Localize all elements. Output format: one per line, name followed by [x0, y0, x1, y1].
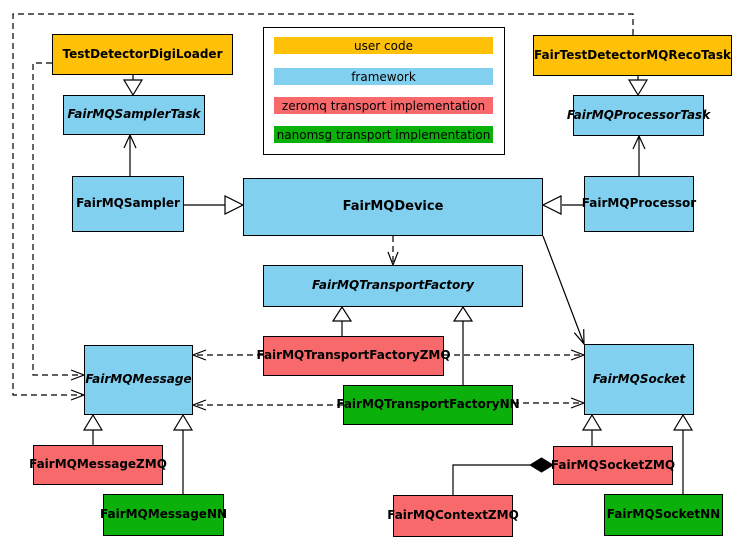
class-box-fairmqdevice: FairMQDevice: [243, 178, 543, 236]
edge-factorynn-to-factory: [452, 305, 474, 385]
legend: user code framework zeromq transport imp…: [263, 27, 505, 155]
open-arrowhead: [191, 349, 207, 361]
hollow-triangle-arrowhead: [224, 195, 245, 215]
edge-device-to-factory: [387, 236, 399, 267]
hollow-triangle-arrowhead: [331, 305, 353, 322]
open-arrowhead: [191, 399, 207, 411]
edge-factoryzmq-to-factory: [331, 305, 353, 336]
class-box-fairmqtransportfactoryzmq: FairMQTransportFactoryZMQ: [256, 336, 451, 376]
edge-processor-to-device: [541, 195, 584, 215]
edge-factoryzmq-to-socket: [444, 349, 586, 361]
edge-processor-to-processortask: [632, 134, 646, 176]
edge-factoryzmq-to-message: [191, 349, 263, 361]
edge-sampler-to-device: [184, 195, 245, 215]
edge-socketnn-to-socket: [672, 413, 694, 494]
edge-digiloader-to-samplertask: [122, 75, 144, 97]
class-box-fairmqtransportfactory: FairMQTransportFactory: [263, 265, 523, 307]
hollow-triangle-arrowhead: [172, 413, 194, 431]
edge-sampler-to-samplertask: [123, 133, 137, 176]
class-box-fairmqsocketnn: FairMQSocketNN: [604, 494, 723, 536]
hollow-triangle-arrowhead: [122, 79, 144, 97]
class-box-fairmqcontextzmq: FairMQContextZMQ: [387, 495, 519, 537]
class-box-fairmqprocessor: FairMQProcessor: [582, 176, 696, 232]
edge-line: [542, 235, 585, 345]
class-box-fairtestdetectormqrecotask: FairTestDetectorMQRecoTask: [533, 35, 732, 76]
edge-line: [12, 13, 634, 396]
class-box-fairmqmessagezmq: FairMQMessageZMQ: [29, 445, 167, 485]
class-box-fairmqsamplertask: FairMQSamplerTask: [63, 95, 205, 135]
edge-messagezmq-to-message: [82, 413, 104, 445]
hollow-triangle-arrowhead: [452, 305, 474, 322]
edge-factorynn-to-message: [191, 399, 343, 411]
open-arrowhead: [632, 134, 646, 150]
edge-recotask-to-processortask: [627, 76, 649, 97]
edge-contextzmq-to-socketzmq: [452, 457, 554, 495]
edge-device-to-socket: [542, 235, 585, 346]
hollow-triangle-arrowhead: [627, 79, 649, 97]
legend-item-framework: framework: [274, 68, 493, 85]
filled-diamond-composition: [529, 457, 554, 473]
class-box-fairmqmessage: FairMQMessage: [84, 345, 193, 415]
class-box-fairmqsampler: FairMQSampler: [72, 176, 184, 232]
class-box-fairmqmessagenn: FairMQMessageNN: [100, 494, 227, 536]
class-box-fairmqtransportfactorynn: FairMQTransportFactoryNN: [336, 385, 520, 425]
edge-line: [452, 464, 530, 495]
hollow-triangle-arrowhead: [581, 413, 603, 431]
class-box-fairmqsocketzmq: FairMQSocketZMQ: [551, 446, 675, 485]
class-box-testdetectordigiloader: TestDetectorDigiLoader: [52, 34, 233, 75]
edge-messagenn-to-message: [172, 413, 194, 494]
legend-item-nanomsg: nanomsg transport implementation: [274, 126, 493, 143]
hollow-triangle-arrowhead: [82, 413, 104, 431]
class-box-fairmqprocessortask: FairMQProcessorTask: [567, 95, 710, 136]
legend-item-zeromq: zeromq transport implementation: [274, 97, 493, 114]
edge-factorynn-to-socket: [513, 397, 586, 409]
hollow-triangle-arrowhead: [672, 413, 694, 431]
hollow-triangle-arrowhead: [541, 195, 562, 215]
class-box-fairmqsocket: FairMQSocket: [584, 344, 694, 415]
open-arrowhead: [123, 133, 137, 149]
edge-line: [32, 62, 82, 376]
edge-socketzmq-to-socket: [581, 413, 603, 446]
legend-item-user-code: user code: [274, 37, 493, 54]
